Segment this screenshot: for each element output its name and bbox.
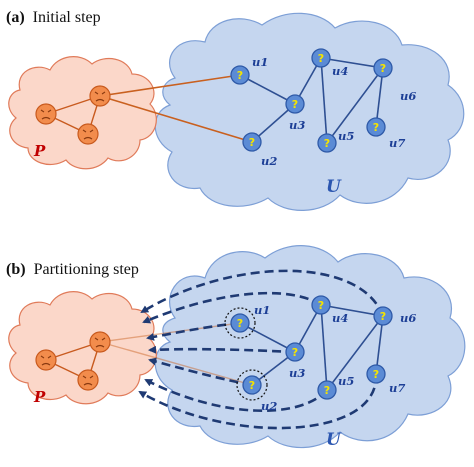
- u-nodes-panel-b: ? ? ? ? ? ? ?: [230, 295, 393, 400]
- label-u7: u7: [389, 136, 405, 150]
- u-labels-panel-a: u1 u2 u3 u4 u5 u6 u7: [252, 55, 416, 168]
- arrow-from-u6: [140, 269, 385, 317]
- unknown-glyph: ?: [380, 310, 386, 323]
- p-node-icon: [35, 349, 57, 371]
- highlight-ring-u1: [224, 307, 256, 339]
- unknown-glyph: ?: [318, 299, 324, 312]
- faded-link-p-u2: [99, 341, 253, 386]
- p-nodes-panel-b: [35, 331, 111, 391]
- set-p-label-panel-a: P: [33, 142, 46, 160]
- panel-a-title: (a) Initial step: [6, 9, 101, 26]
- unknown-glyph: ?: [373, 368, 379, 381]
- set-p-label-panel-b: P: [33, 388, 46, 406]
- u-node-u6: ?: [373, 306, 393, 326]
- unknown-glyph: ?: [237, 317, 243, 330]
- highlight-ring-u2: [236, 369, 268, 401]
- label-u4: u4: [332, 64, 348, 78]
- p-node-icon: [35, 103, 57, 125]
- faded-link-p-u1: [99, 322, 241, 343]
- u-node-u6: ?: [373, 58, 393, 78]
- cloud-p-panel-a: [8, 56, 157, 170]
- label-u5: u5: [338, 374, 354, 388]
- u-node-u4: ?: [311, 295, 331, 315]
- set-u-label-panel-b: U: [326, 430, 342, 450]
- p-node-icon: [77, 123, 99, 145]
- unknown-glyph: ?: [292, 346, 298, 359]
- p-nodes-panel-a: [35, 85, 111, 145]
- panel-initial-step: (a) Initial step: [6, 9, 465, 211]
- unknown-glyph: ?: [324, 384, 330, 397]
- label-u4: u4: [332, 311, 348, 325]
- panel-a-label: Initial step: [33, 9, 101, 26]
- set-u-label-panel-a: U: [326, 177, 342, 197]
- p-node-icon: [89, 331, 111, 353]
- label-u1: u1: [254, 303, 270, 317]
- panel-a-letter: (a): [6, 9, 25, 26]
- u-node-u1: ?: [230, 65, 250, 85]
- u-node-u4: ?: [311, 48, 331, 68]
- u-node-u5: ?: [317, 133, 337, 153]
- u-node-u2: ?: [242, 375, 262, 395]
- arrow-from-u4: [142, 291, 322, 324]
- label-u6: u6: [400, 311, 416, 325]
- u-node-u5: ?: [317, 380, 337, 400]
- label-u2: u2: [261, 154, 277, 168]
- u-node-u3: ?: [285, 94, 305, 114]
- unknown-glyph: ?: [249, 136, 255, 149]
- p-node-icon: [89, 85, 111, 107]
- panel-b-title: (b) Partitioning step: [6, 261, 139, 278]
- link-p-u1: [99, 74, 241, 97]
- u-node-u1: ?: [230, 313, 250, 333]
- u-node-u2: ?: [242, 132, 262, 152]
- panel-partitioning-step: (b) Partitioning step: [6, 245, 466, 450]
- arrow-from-u5: [144, 378, 328, 412]
- unknown-glyph: ?: [237, 69, 243, 82]
- label-u7: u7: [389, 381, 405, 395]
- unknown-glyph: ?: [292, 98, 298, 111]
- label-u6: u6: [400, 89, 416, 103]
- unknown-glyph: ?: [318, 52, 324, 65]
- label-u5: u5: [338, 129, 354, 143]
- unknown-glyph: ?: [373, 121, 379, 134]
- panel-b-label: Partitioning step: [34, 261, 139, 278]
- unknown-glyph: ?: [324, 137, 330, 150]
- arrow-from-u1: [146, 321, 241, 341]
- panel-b-letter: (b): [6, 261, 26, 278]
- unknown-glyph: ?: [249, 379, 255, 392]
- u-labels-panel-b: u1 u2 u3 u4 u5 u6 u7: [254, 303, 416, 413]
- label-u3: u3: [289, 366, 305, 380]
- p-node-icon: [77, 369, 99, 391]
- arrow-from-u3: [148, 345, 296, 354]
- link-p-u2: [99, 95, 253, 143]
- u-node-u7: ?: [366, 364, 386, 384]
- u-nodes-panel-a: ? ? ? ? ? ? ?: [230, 48, 393, 153]
- label-u1: u1: [252, 55, 268, 69]
- label-u2: u2: [261, 399, 277, 413]
- unknown-glyph: ?: [380, 62, 386, 75]
- partition-arrows: [138, 269, 385, 430]
- cloud-u-panel-a: [154, 12, 465, 211]
- arrow-from-u7: [138, 373, 378, 430]
- u-node-u7: ?: [366, 117, 386, 137]
- label-u3: u3: [289, 118, 305, 132]
- u-node-u3: ?: [285, 342, 305, 362]
